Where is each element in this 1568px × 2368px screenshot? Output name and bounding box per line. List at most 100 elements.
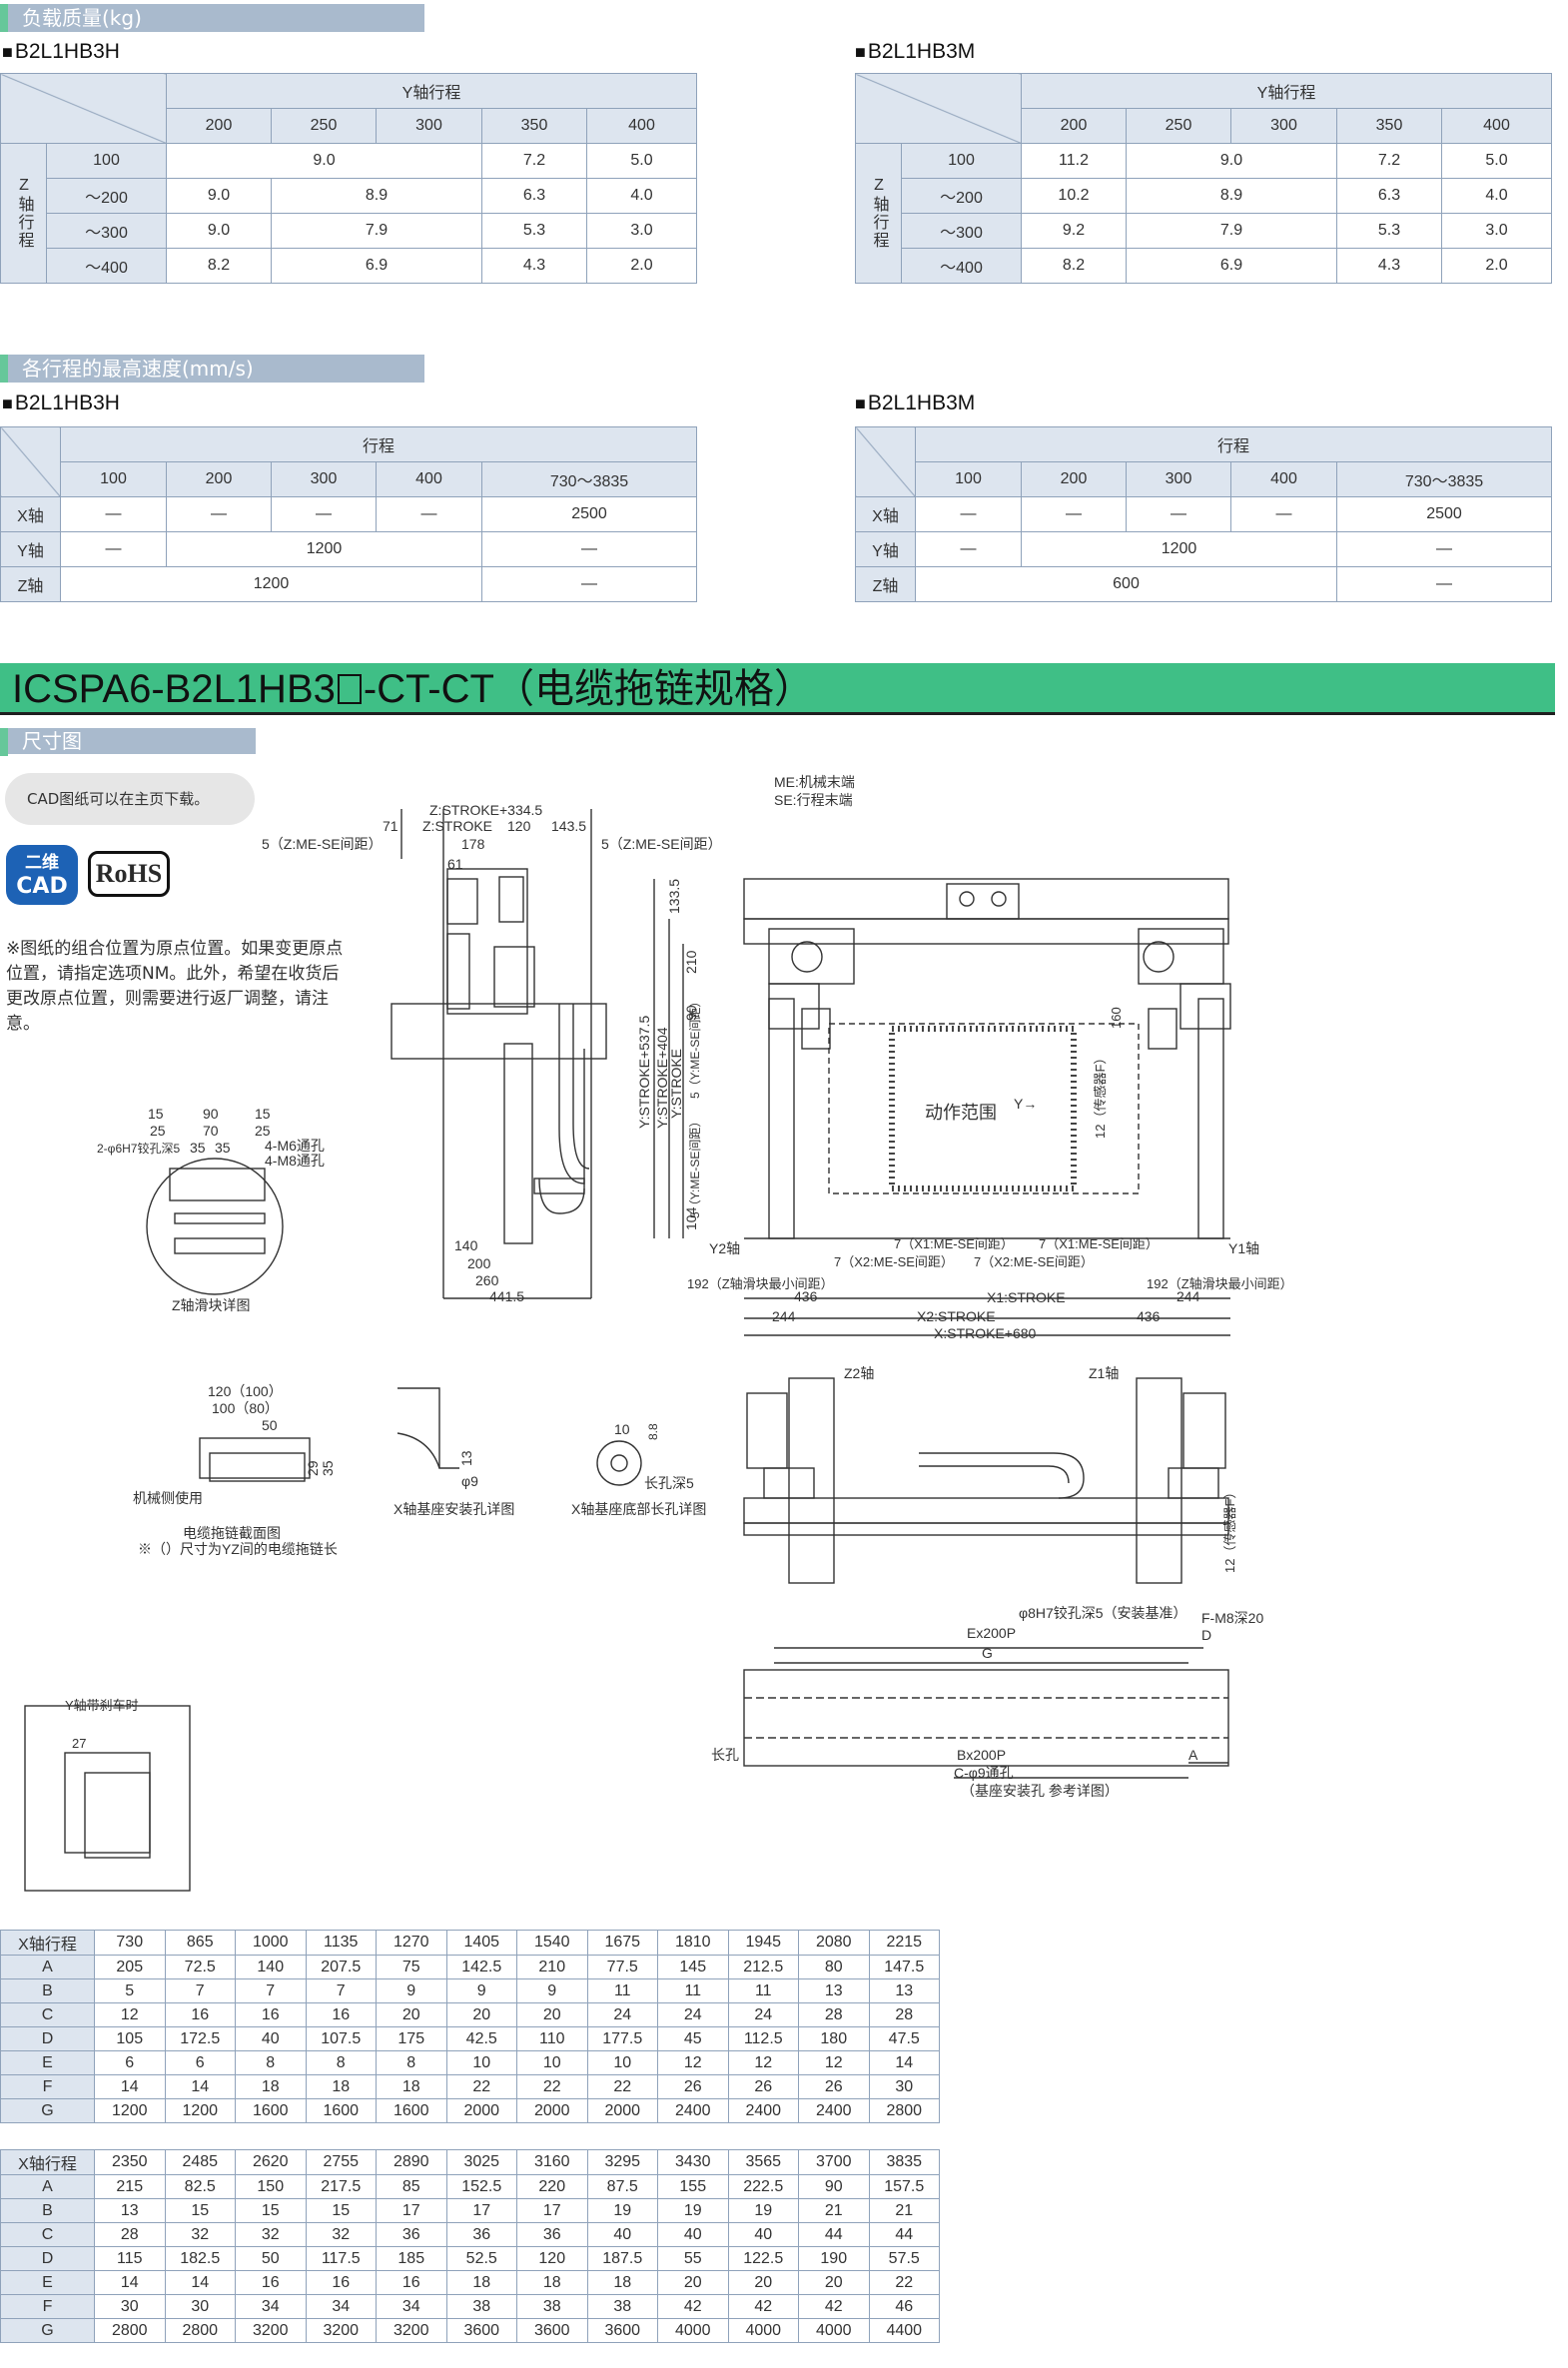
table-cell: 12 — [94, 2002, 166, 2027]
dim-row-header: B — [0, 2198, 95, 2223]
table-cell: 14 — [868, 2050, 940, 2075]
table-cell: 40 — [586, 2222, 658, 2247]
table-cell: 120 — [516, 2246, 588, 2271]
col-header: 200 — [166, 461, 272, 497]
table-cell: 18 — [445, 2270, 517, 2295]
dim-row-header: G — [0, 2098, 95, 2123]
table-cell: 11 — [586, 1978, 658, 2003]
se-label: SE:行程末端 — [774, 792, 853, 808]
table-cell: — — [915, 496, 1022, 532]
dim-label: 7（X1:ME-SE间距） — [1039, 1236, 1159, 1251]
table-cell: — — [60, 531, 167, 567]
bx200p-label: Bx200P — [957, 1747, 1006, 1763]
dim-label: 61 — [447, 856, 463, 872]
table-cell: 9 — [376, 1978, 447, 2003]
dim-label: 260 — [475, 1272, 499, 1288]
table-cell: 12 — [798, 2050, 870, 2075]
table-cell: 152.5 — [445, 2174, 517, 2199]
col-header: 300 — [376, 108, 482, 144]
table-cell: 4000 — [798, 2318, 870, 2343]
table-cell: 3.0 — [1441, 213, 1552, 249]
dimension-section-bar: 尺寸图 — [0, 728, 256, 756]
product-title-suffix: -CT-CT（电缆拖链规格） — [363, 667, 814, 711]
dim-row-header: E — [0, 2270, 95, 2295]
table-cell: 14 — [94, 2074, 166, 2099]
h7-label: 2-φ6H7铰孔深5 — [97, 1141, 180, 1156]
table-cell: 8.2 — [166, 248, 272, 284]
table-cell: 5 — [94, 1978, 166, 2003]
table-cell: 6.3 — [1336, 178, 1442, 214]
row-header: Z轴 — [0, 566, 61, 602]
table-cell: 16 — [305, 2270, 377, 2295]
badge-line1: 二维 — [25, 853, 59, 873]
dim-label: 104 — [683, 1206, 699, 1230]
table-cell: 3.0 — [586, 213, 697, 249]
table-cell: 6 — [94, 2050, 166, 2075]
table-cell: 105 — [94, 2026, 166, 2051]
machine-side-label: 机械侧使用 — [133, 1490, 203, 1506]
table-cell: — — [480, 566, 698, 602]
dim-label: 140 — [454, 1237, 478, 1253]
speed-section-bar: 各行程的最高速度(mm/s) — [0, 355, 424, 383]
table-cell: 20 — [376, 2002, 447, 2027]
table-cell: 3600 — [586, 2318, 658, 2343]
table-cell: 26 — [727, 2074, 799, 2099]
row-header: ～200 — [46, 178, 167, 214]
table-cell: 8 — [235, 2050, 307, 2075]
table-cell: 1200 — [164, 2098, 236, 2123]
table-cell: 1600 — [376, 2098, 447, 2123]
m8-label: 4-M8通孔 — [265, 1153, 325, 1169]
dim-label: Z:STROKE — [422, 818, 492, 834]
z1-axis-label: Z1轴 — [1089, 1365, 1119, 1381]
table-cell: 22 — [586, 2074, 658, 2099]
m6-label: 4-M6通孔 — [265, 1138, 325, 1154]
long-hole-label: 长孔 — [711, 1747, 739, 1763]
col-header: 400 — [376, 461, 482, 497]
table-cell: 10 — [516, 2050, 588, 2075]
dim-col-header: 2755 — [305, 2149, 377, 2175]
z2-axis-label: Z2轴 — [844, 1365, 874, 1381]
table-cell: 3200 — [305, 2318, 377, 2343]
table-cell: — — [480, 531, 698, 567]
a-label: A — [1188, 1747, 1198, 1763]
table-cell: 157.5 — [868, 2174, 940, 2199]
dim-label: 13 — [458, 1450, 474, 1466]
table-cell: 26 — [657, 2074, 729, 2099]
table-cell: 7.2 — [481, 143, 587, 179]
chain-section-title: 电缆拖链截面图 — [183, 1525, 281, 1541]
dim-label: 120（100） — [208, 1383, 283, 1399]
dim-row-header: A — [0, 2174, 95, 2199]
dim-label: 15 — [148, 1106, 164, 1122]
dim-label: 35 — [320, 1460, 336, 1476]
table-cell: 16 — [235, 2270, 307, 2295]
table-cell: 20 — [798, 2270, 870, 2295]
table-cell: 2000 — [586, 2098, 658, 2123]
col-group-header: 行程 — [59, 426, 698, 462]
table-cell: 16 — [376, 2270, 447, 2295]
col-header: 200 — [166, 108, 272, 144]
table-cell: 28 — [94, 2222, 166, 2247]
table-cell: 40 — [235, 2026, 307, 2051]
dim-label: 71 — [383, 818, 398, 834]
table-corner — [0, 73, 167, 144]
dim-col-header: 1405 — [445, 1930, 517, 1956]
g-label: G — [982, 1645, 993, 1661]
table-cell: 77.5 — [586, 1955, 658, 1979]
dim-label: 100（80） — [212, 1400, 279, 1416]
cad-download-note[interactable]: CAD图纸可以在主页下载。 — [5, 773, 255, 825]
dim-label: 25 — [150, 1123, 166, 1139]
dim-label: 5（Z:ME-SE间距） — [262, 836, 383, 852]
table-cell: 9 — [516, 1978, 588, 2003]
table-cell: 2000 — [445, 2098, 517, 2123]
dim-row-header: B — [0, 1978, 95, 2003]
table-cell: 47.5 — [868, 2026, 940, 2051]
table-cell: — — [1021, 496, 1127, 532]
table-cell: 30 — [868, 2074, 940, 2099]
dim-label: 25 — [255, 1123, 271, 1139]
load-right-table: Y轴行程 200 250 300 350 400 Z轴行程 100 11.2 9… — [855, 73, 1552, 284]
dim-label: 436 — [1137, 1308, 1161, 1324]
table-cell: 220 — [516, 2174, 588, 2199]
